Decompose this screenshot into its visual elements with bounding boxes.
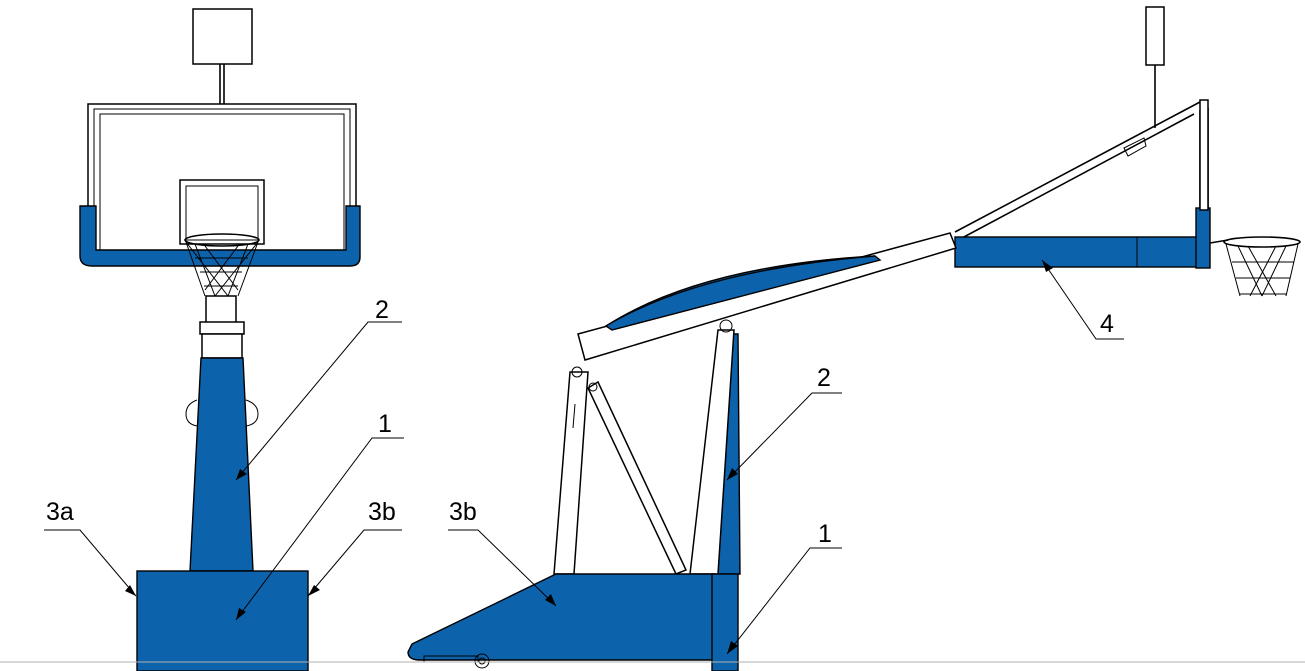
callout-lines: [44, 259, 1124, 655]
side-hoop-net: [1209, 236, 1301, 297]
side-label-boom-arm: 4: [1100, 310, 1114, 338]
front-view: [79, 8, 361, 671]
side-base-ramp: [407, 573, 715, 661]
front-column: [189, 357, 254, 572]
side-view: [407, 6, 1301, 671]
side-label-column: 2: [817, 364, 831, 392]
side-shot-clock: [1145, 6, 1165, 66]
front-label-right-base-side: 3b: [368, 498, 396, 526]
front-shot-clock: [192, 8, 253, 65]
side-label-base-body: 1: [818, 520, 832, 548]
front-label-base-body: 1: [378, 410, 392, 438]
front-column-neck: [205, 295, 237, 325]
front-label-left-base-side: 3a: [46, 498, 74, 526]
front-backboard: [79, 103, 361, 267]
front-base: [136, 570, 309, 671]
side-main-boom: [577, 232, 958, 361]
front-hoop-net: [184, 233, 260, 297]
side-boom-arm: [954, 99, 1211, 269]
side-base: [711, 573, 739, 671]
front-label-column: 2: [375, 296, 389, 324]
side-label-base-ramp: 3b: [449, 498, 477, 526]
